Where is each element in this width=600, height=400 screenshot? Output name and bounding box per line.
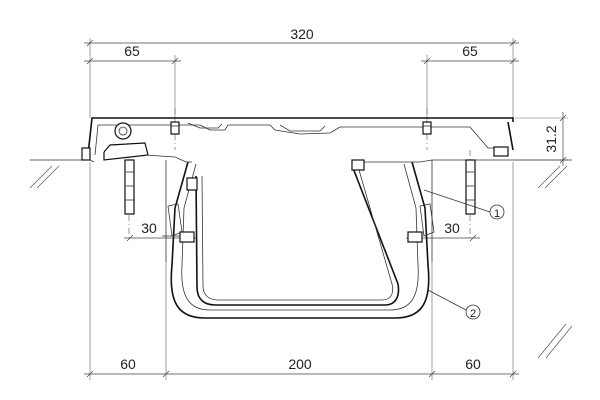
right-clamp <box>351 159 435 243</box>
dimension-label-320: 320 <box>290 26 314 42</box>
dimension-label-65-right: 65 <box>462 43 478 59</box>
right-edge-clip <box>493 146 509 157</box>
callout-1-label: 1 <box>494 208 500 220</box>
concrete-slab-left <box>29 159 167 262</box>
cover-screw-left <box>170 121 180 135</box>
left-edge-clip <box>81 147 91 161</box>
dimension-bottom-chain: 60 200 60 <box>84 162 519 380</box>
dimension-left-offset: 65 <box>84 43 181 125</box>
dimension-label-31-2: 31.2 <box>543 125 559 152</box>
drain-channel-inner-membrane <box>195 167 400 306</box>
callout-1-circle <box>489 204 505 220</box>
dimension-label-30-right: 30 <box>444 220 460 236</box>
left-frame-seat <box>81 142 192 163</box>
dimension-overall-width: 320 <box>84 26 519 118</box>
callout-2: 2 <box>427 289 481 320</box>
dimension-label-60-left: 60 <box>120 356 136 372</box>
dimension-right-offset: 65 <box>421 43 519 125</box>
callout-2-label: 2 <box>470 308 476 320</box>
dimension-label-30-left: 30 <box>141 220 157 236</box>
dimension-label-60-right: 60 <box>465 356 481 372</box>
hinge-pin <box>114 122 132 140</box>
dimension-height: 31.2 <box>515 112 568 166</box>
callout-2-circle <box>465 304 481 320</box>
dimension-label-200: 200 <box>288 356 312 372</box>
concrete-slab-right <box>431 159 573 359</box>
anchor-bolt-left <box>124 159 135 215</box>
callout-1: 1 <box>423 189 505 220</box>
cover-screw-right <box>422 121 432 135</box>
left-clamp <box>162 177 198 243</box>
anchor-bolt-right <box>465 159 476 215</box>
dimension-label-65-left: 65 <box>124 43 140 59</box>
cover-plate <box>87 117 514 157</box>
drain-channel-outer <box>170 161 430 319</box>
